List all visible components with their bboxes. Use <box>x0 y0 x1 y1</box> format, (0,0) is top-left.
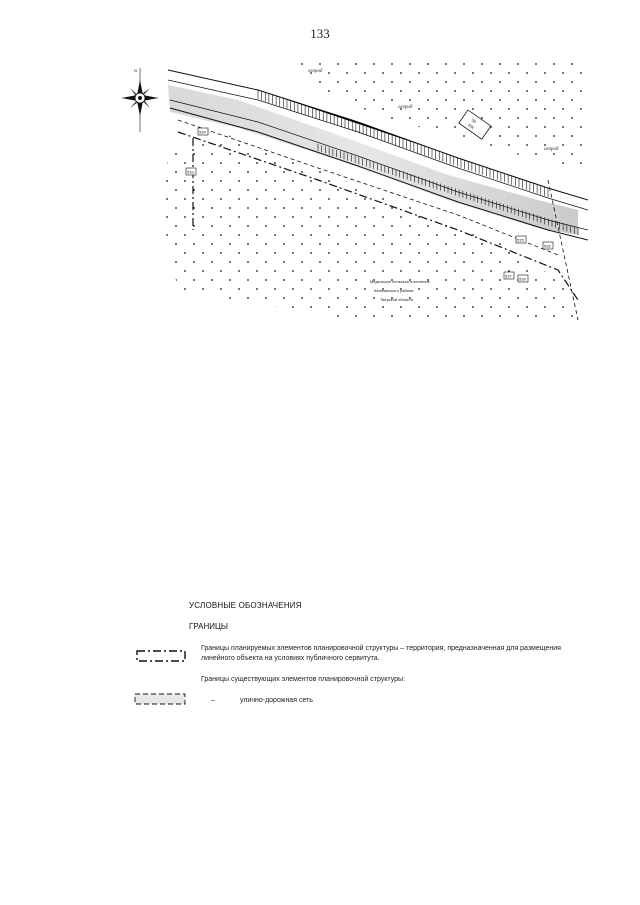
legend-symbol-planned <box>136 650 186 662</box>
compass-rose-icon: N <box>122 68 158 132</box>
garden-label-1: огород <box>308 69 323 74</box>
legend-item-planned-text: Границы планируемых элементов планировоч… <box>201 645 561 662</box>
settlement-note: Медынское сельское поселение Калязинског… <box>370 279 431 302</box>
legend-item-existing-dash: – <box>211 697 215 704</box>
planned-boundary <box>177 131 579 301</box>
point-marker: 534 <box>197 127 209 136</box>
cadastral-map: N 58 КЖ огород огород огород 534 <box>122 60 588 322</box>
page-number: 133 <box>310 26 330 41</box>
garden-label-2: огород <box>398 105 413 110</box>
dotted-territory <box>163 135 578 322</box>
garden-label-3: огород <box>544 147 559 152</box>
legend-item-existing-text: улично-дорожная сеть <box>240 697 313 704</box>
svg-text:538: 538 <box>519 277 526 282</box>
svg-text:537: 537 <box>505 274 512 279</box>
legend-item-existing-header: Границы существующих элементов планирово… <box>201 676 406 683</box>
point-marker: 535 <box>515 235 527 244</box>
hatch-ticks-top <box>257 90 549 197</box>
point-marker: 533 <box>185 167 197 176</box>
existing-boundary <box>177 119 579 321</box>
legend-title: УСЛОВНЫЕ ОБОЗНАЧЕНИЯ <box>189 601 302 610</box>
svg-text:534: 534 <box>199 130 206 135</box>
legend-symbol-existing <box>134 693 186 705</box>
svg-text:Тверской области: Тверской области <box>380 297 413 302</box>
svg-text:533: 533 <box>187 170 194 175</box>
point-marker: 538 <box>517 274 529 283</box>
building-number: 58 <box>471 118 478 125</box>
dotted-territory-north <box>298 60 588 170</box>
point-marker: 537 <box>503 271 515 280</box>
legend-subtitle: ГРАНИЦЫ <box>189 622 228 631</box>
point-marker: 536 <box>542 241 554 250</box>
svg-text:Медынское сельское поселение: Медынское сельское поселение <box>370 279 431 284</box>
svg-text:536: 536 <box>544 244 551 249</box>
building-type: КЖ <box>467 123 475 131</box>
north-label: N <box>134 68 137 73</box>
svg-text:535: 535 <box>517 238 524 243</box>
svg-text:Калязинского района: Калязинского района <box>374 288 414 293</box>
hatch-ticks-bottom <box>317 144 579 235</box>
building-block: 58 КЖ <box>458 109 492 140</box>
